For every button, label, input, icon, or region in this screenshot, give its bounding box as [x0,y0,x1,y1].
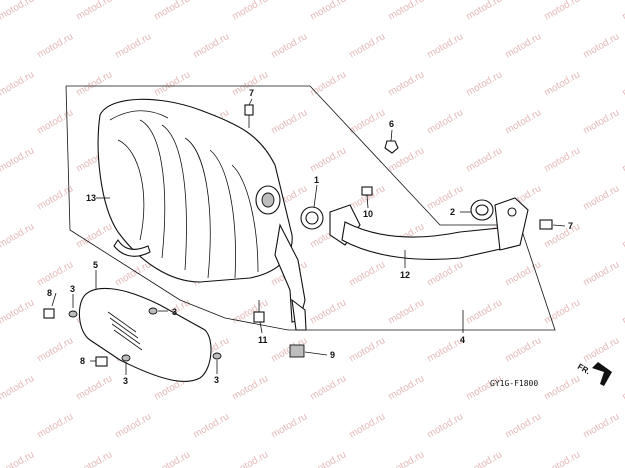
direction-label: FR. [576,362,592,376]
callout-5: 5 [93,260,98,270]
bolt-7-top [244,104,254,128]
front-direction-arrow: FR. [576,362,612,386]
bolt-8-bottom [95,356,108,367]
heat-protector [78,287,212,382]
callout-3-c: 3 [123,376,128,386]
diagram-code: GY1G-F1800 [490,379,538,388]
nut-3b [148,307,158,315]
callout-4: 4 [460,335,465,345]
watermark-text: motod.ru [621,0,625,23]
nut-6 [384,140,399,154]
nut-3c [121,354,131,362]
assembly-outline [65,85,556,331]
bolt-10 [361,186,373,196]
callout-7-top: 7 [249,88,254,98]
leader-lines [51,98,566,375]
callout-12: 12 [400,270,410,280]
nut-9 [289,344,305,358]
exhaust-pipe [329,197,529,260]
bolt-7-right [539,219,553,230]
callout-6: 6 [389,119,394,129]
callout-7-right: 7 [568,221,573,231]
callout-9: 9 [330,350,335,360]
bolt-11 [253,300,265,323]
callout-2: 2 [450,207,455,217]
callout-13: 13 [86,193,96,203]
callout-11: 11 [258,335,268,345]
callout-1: 1 [314,175,319,185]
callout-8-top: 8 [47,288,52,298]
bolt-8-top [43,308,55,319]
nut-3d [212,352,222,360]
gasket-1 [300,206,324,230]
callout-8-bottom: 8 [80,356,85,366]
callout-3-a: 3 [70,284,75,294]
gasket-2 [470,199,494,221]
callout-3-d: 3 [214,375,219,385]
nut-3a [68,310,78,318]
muffler-body [97,98,293,283]
callout-3-b: 3 [172,307,177,317]
arrow-icon [592,362,612,386]
callout-10: 10 [363,209,373,219]
muffler-flange [255,185,307,331]
